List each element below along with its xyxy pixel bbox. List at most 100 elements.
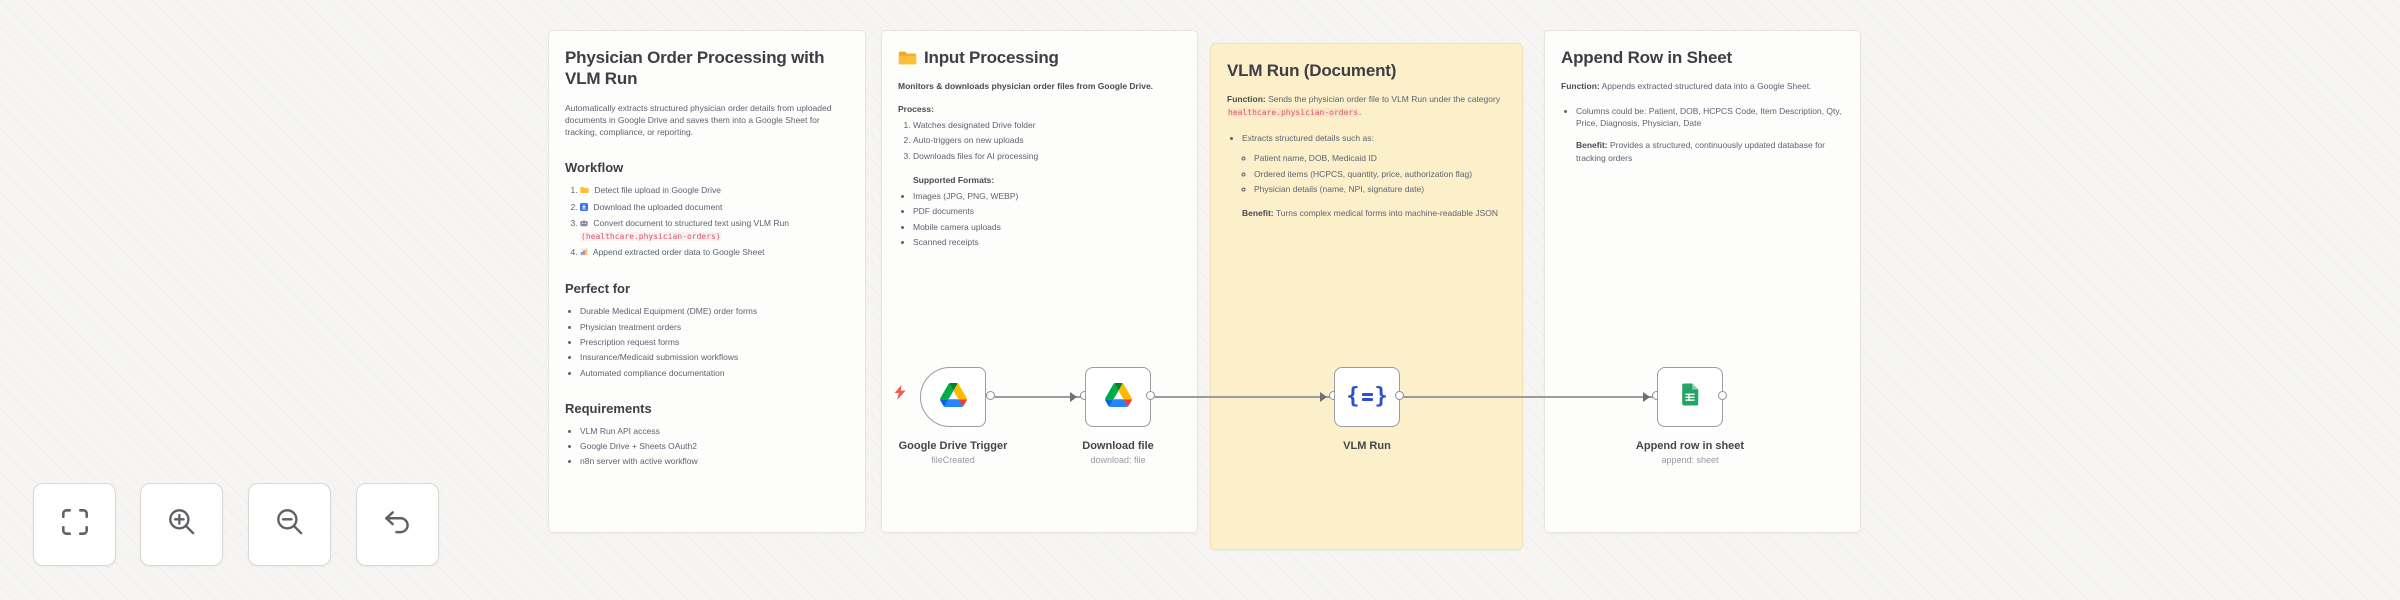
node-label: Append row in sheet bbox=[1635, 440, 1745, 452]
list-item: Images (JPG, PNG, WEBP) bbox=[913, 190, 1181, 202]
zoom-out-icon bbox=[273, 505, 307, 544]
list-item: Patient name, DOB, Medicaid ID bbox=[1254, 152, 1506, 164]
node-label: VLM Run bbox=[1343, 440, 1391, 452]
connection-trigger-download[interactable] bbox=[988, 396, 1082, 398]
fit-view-icon bbox=[58, 505, 92, 544]
connection-download-vlmrun[interactable] bbox=[1153, 396, 1332, 398]
function-paragraph: Function: Sends the physician order file… bbox=[1227, 93, 1506, 118]
category-code: healthcare.physician-orders bbox=[1227, 107, 1360, 117]
output-port[interactable] bbox=[986, 391, 995, 400]
columns-list: Columns could be: Patient, DOB, HCPCS Co… bbox=[1561, 105, 1844, 130]
undo-arrow-icon bbox=[381, 505, 415, 544]
node-label: Google Drive Trigger bbox=[898, 440, 1008, 452]
list-item: Ordered items (HCPCS, quantity, price, a… bbox=[1254, 168, 1506, 180]
list-item: Auto-triggers on new uploads bbox=[913, 134, 1181, 146]
list-item-text: Append extracted order data to Google Sh… bbox=[592, 246, 765, 257]
note-title: Input Processing bbox=[898, 47, 1181, 68]
function-paragraph: Function: Appends extracted structured d… bbox=[1561, 80, 1844, 92]
list-item: Downloads files for AI processing bbox=[913, 150, 1181, 162]
connection-arrow-icon bbox=[1320, 392, 1327, 402]
benefit-paragraph: Benefit: Turns complex medical forms int… bbox=[1242, 207, 1506, 219]
list-item: Durable Medical Equipment (DME) order fo… bbox=[580, 305, 849, 317]
list-item-text: Detect file upload in Google Drive bbox=[594, 185, 721, 196]
list-item: Convert document to structured text usin… bbox=[580, 217, 849, 243]
function-text: Sends the physician order file to VLM Ru… bbox=[1265, 94, 1501, 105]
output-port[interactable] bbox=[1146, 391, 1155, 400]
function-suffix: . bbox=[1359, 106, 1362, 117]
google-drive-icon bbox=[1104, 382, 1132, 412]
list-item: Physician treatment orders bbox=[580, 321, 849, 333]
note-intro: Monitors & downloads physician order fil… bbox=[898, 81, 1154, 92]
connection-arrow-icon bbox=[1070, 392, 1077, 402]
google-drive-icon bbox=[939, 382, 967, 412]
node-download-file[interactable] bbox=[1085, 367, 1151, 427]
list-item: VLM Run API access bbox=[580, 425, 849, 437]
extract-details-list: Patient name, DOB, Medicaid ID Ordered i… bbox=[1239, 152, 1506, 195]
list-item: Watches designated Drive folder bbox=[913, 119, 1181, 131]
note-intro: Automatically extracts structured physic… bbox=[565, 102, 832, 138]
output-port[interactable] bbox=[1395, 391, 1404, 400]
list-item: Columns could be: Patient, DOB, HCPCS Co… bbox=[1576, 105, 1844, 130]
download-icon bbox=[580, 202, 588, 214]
folder-icon bbox=[580, 185, 589, 197]
zoom-in-button[interactable] bbox=[140, 483, 223, 566]
note-title: Physician Order Processing with VLM Run bbox=[565, 47, 849, 90]
list-item-text: Download the uploaded document bbox=[593, 201, 723, 212]
sticky-note-append-row[interactable]: Append Row in Sheet Function: Appends ex… bbox=[1544, 30, 1861, 533]
node-append-row-sheet[interactable] bbox=[1657, 367, 1723, 427]
trigger-bolt-icon bbox=[894, 385, 907, 405]
connection-vlmrun-append[interactable] bbox=[1402, 396, 1655, 398]
perfect-for-heading: Perfect for bbox=[565, 281, 631, 297]
node-label: Download file bbox=[1082, 440, 1154, 452]
vlm-run-icon: {} bbox=[1346, 384, 1388, 409]
formats-list: Images (JPG, PNG, WEBP) PDF documents Mo… bbox=[898, 190, 1181, 248]
list-item: Download the uploaded document bbox=[580, 201, 849, 214]
note-title-text: VLM Run (Document) bbox=[1227, 61, 1397, 80]
requirements-heading: Requirements bbox=[565, 400, 652, 416]
note-title-text: Input Processing bbox=[924, 48, 1059, 67]
note-title-text: Append Row in Sheet bbox=[1561, 48, 1732, 67]
sticky-note-overview[interactable]: Physician Order Processing with VLM Run … bbox=[548, 30, 866, 533]
perfect-for-list: Durable Medical Equipment (DME) order fo… bbox=[565, 305, 849, 379]
function-label: Function: bbox=[1227, 94, 1266, 105]
fit-view-button[interactable] bbox=[33, 483, 116, 566]
sticky-note-vlm-run[interactable]: VLM Run (Document) Function: Sends the p… bbox=[1210, 43, 1523, 550]
function-text: Appends extracted structured data into a… bbox=[1599, 81, 1812, 92]
list-item-text: Convert document to structured text usin… bbox=[593, 218, 789, 229]
list-item: Extracts structured details such as: bbox=[1242, 132, 1506, 144]
list-item: Prescription request forms bbox=[580, 336, 849, 348]
connection-arrow-icon bbox=[1643, 392, 1650, 402]
note-title-text: Physician Order Processing with VLM Run bbox=[565, 48, 825, 89]
benefit-text: Turns complex medical forms into machine… bbox=[1273, 208, 1499, 219]
workflow-heading: Workflow bbox=[565, 160, 624, 176]
workflow-list: Detect file upload in Google Drive Downl… bbox=[565, 184, 849, 259]
benefit-label: Benefit: bbox=[1576, 140, 1608, 151]
benefit-paragraph: Benefit: Provides a structured, continuo… bbox=[1576, 139, 1844, 164]
node-subtitle: download: file bbox=[1090, 455, 1146, 465]
sticky-note-input-processing[interactable]: Input Processing Monitors & downloads ph… bbox=[881, 30, 1198, 533]
zoom-out-button[interactable] bbox=[248, 483, 331, 566]
node-vlm-run[interactable]: {} bbox=[1334, 367, 1400, 427]
node-google-drive-trigger[interactable] bbox=[920, 367, 986, 427]
benefit-label: Benefit: bbox=[1242, 208, 1274, 219]
note-title: Append Row in Sheet bbox=[1561, 47, 1844, 68]
folder-icon bbox=[898, 50, 917, 66]
process-heading: Process: bbox=[898, 103, 934, 114]
reset-zoom-button[interactable] bbox=[356, 483, 439, 566]
process-list: Watches designated Drive folder Auto-tri… bbox=[898, 119, 1181, 162]
requirements-list: VLM Run API access Google Drive + Sheets… bbox=[565, 425, 849, 468]
google-sheets-icon bbox=[1679, 382, 1701, 412]
list-item: Detect file upload in Google Drive bbox=[580, 184, 849, 197]
list-item: Google Drive + Sheets OAuth2 bbox=[580, 440, 849, 452]
robot-icon bbox=[580, 218, 588, 230]
chart-icon bbox=[580, 247, 588, 259]
list-item: Mobile camera uploads bbox=[913, 221, 1181, 233]
list-item: Insurance/Medicaid submission workflows bbox=[580, 351, 849, 363]
benefit-text: Provides a structured, continuously upda… bbox=[1576, 140, 1825, 163]
formats-heading: Supported Formats: bbox=[913, 174, 995, 185]
list-item: Append extracted order data to Google Sh… bbox=[580, 246, 849, 259]
output-port[interactable] bbox=[1718, 391, 1727, 400]
zoom-in-icon bbox=[165, 505, 199, 544]
list-item: PDF documents bbox=[913, 205, 1181, 217]
